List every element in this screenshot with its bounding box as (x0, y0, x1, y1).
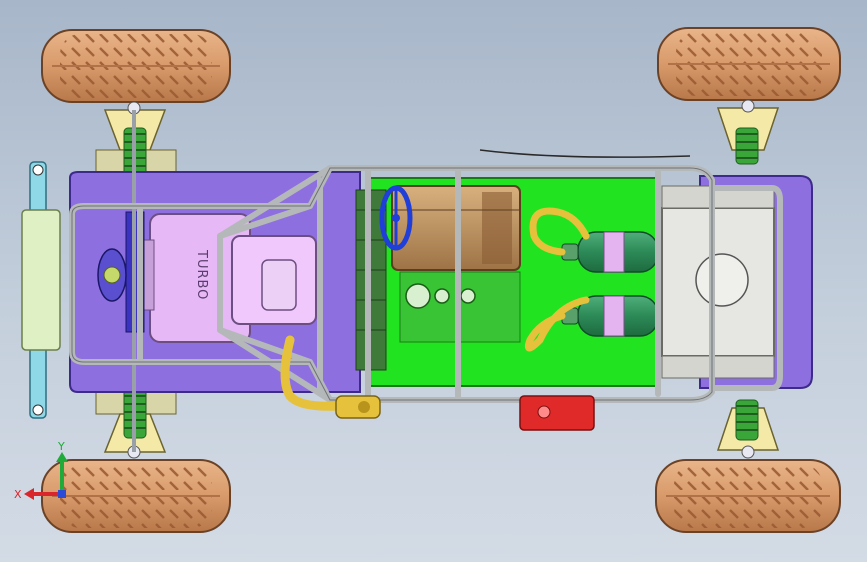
hose (524, 207, 590, 352)
tire-rear-right-icon[interactable] (655, 459, 841, 533)
antenna-wire (479, 149, 691, 158)
steering-wheel-icon[interactable] (379, 185, 413, 251)
tire-front-right-icon[interactable] (657, 27, 841, 101)
roll-cage-outline (71, 167, 713, 401)
tail-light-icon[interactable] (519, 395, 595, 431)
x-axis-label: X (14, 488, 22, 501)
radiator-icon[interactable] (661, 185, 775, 379)
gauge-icon (405, 283, 476, 309)
tire-front-left-icon[interactable] (41, 29, 231, 103)
exhaust-pipe-icon[interactable] (280, 335, 381, 419)
axis-triad: Y X (14, 440, 68, 501)
front-right-suspension[interactable] (716, 99, 780, 165)
tire-rear-left-icon[interactable] (41, 459, 231, 533)
rear-right-suspension[interactable] (716, 399, 780, 459)
front-bumper[interactable] (21, 161, 61, 419)
z-axis-marker (58, 490, 66, 498)
y-axis-label: Y (57, 440, 65, 453)
turbo-engine-icon[interactable]: TURBO (139, 213, 317, 343)
engine-label: TURBO (194, 249, 209, 300)
